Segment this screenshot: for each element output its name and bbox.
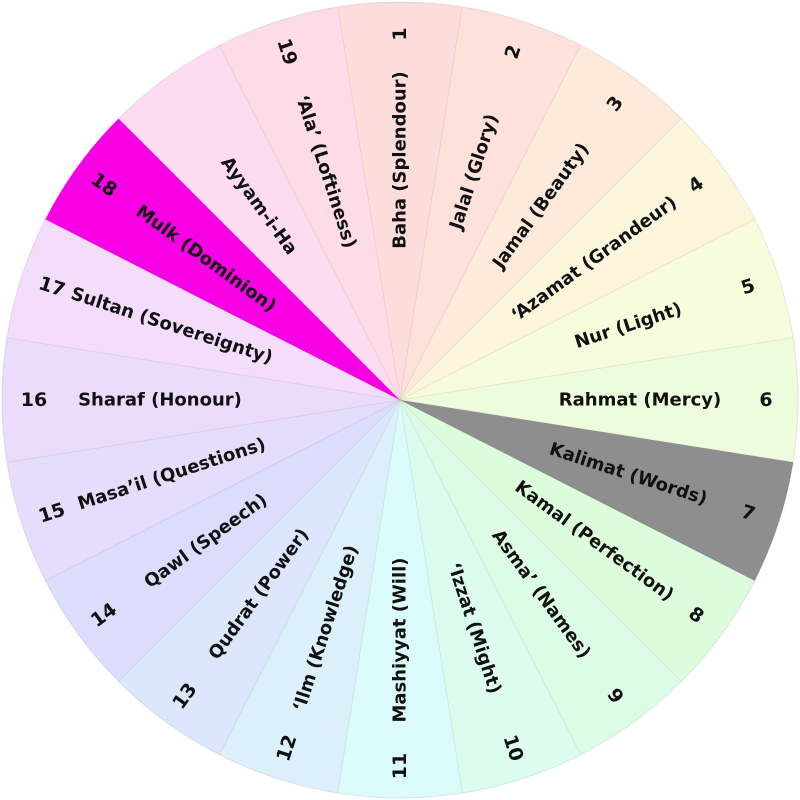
- month-segment: [337, 399, 463, 799]
- month-segment: [399, 6, 582, 401]
- month-number-label: 6: [759, 389, 772, 411]
- month-segment: [218, 399, 401, 794]
- month-segment: [399, 218, 794, 401]
- month-segment: [6, 399, 401, 582]
- month-segment: [399, 117, 756, 401]
- month-number-label: 1: [389, 27, 411, 40]
- month-name-label: Sharaf (Honour): [78, 390, 242, 411]
- month-segment: [44, 117, 401, 401]
- month-number-label: 11: [389, 753, 411, 779]
- month-name-label: Rahmat (Mercy): [559, 390, 721, 411]
- month-segment: [337, 1, 463, 401]
- month-segment: [399, 399, 582, 794]
- month-number-label: 5: [738, 274, 757, 299]
- month-segment: [6, 218, 401, 401]
- month-segment: [399, 399, 683, 756]
- month-number-label: 16: [21, 389, 47, 411]
- month-segment: [117, 399, 401, 756]
- month-name-label: Mashiyyat (Will): [390, 557, 411, 722]
- month-segment: [399, 399, 794, 582]
- month-number-label: 7: [738, 501, 757, 526]
- month-number-label: 2: [501, 42, 526, 61]
- month-segment: [1, 337, 401, 463]
- month-segment: [117, 44, 401, 401]
- month-name-label: Baha (Splendour): [390, 71, 411, 249]
- month-segment: [399, 337, 799, 463]
- month-segment: [399, 44, 683, 401]
- month-segment: [44, 399, 401, 683]
- month-segment: [218, 6, 401, 401]
- month-segment: [399, 399, 756, 683]
